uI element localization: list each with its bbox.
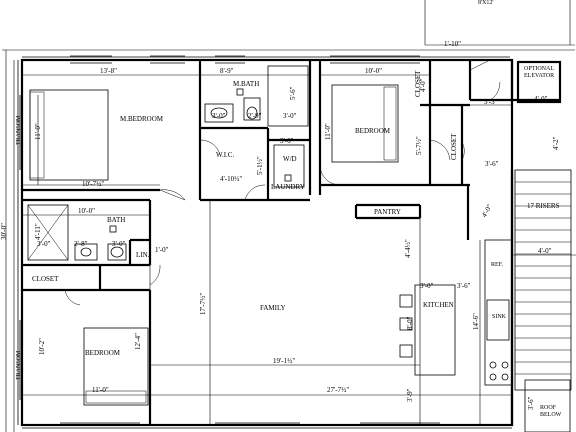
dim-30-0: 30'-0" bbox=[0, 223, 8, 240]
room-master-bedroom: M.BEDROOM bbox=[120, 115, 164, 123]
room-laundry: LAUNDRY bbox=[271, 183, 305, 191]
stairs-risers: 17 RISERS bbox=[527, 202, 560, 210]
room-bath: BATH bbox=[107, 216, 125, 224]
dim-2-8: 2'-8" bbox=[74, 240, 88, 248]
dim-10-2: 10'-2" bbox=[38, 338, 46, 355]
dim-12-4: 12'-4" bbox=[134, 333, 142, 350]
dim-5-1-2: 5'-1½" bbox=[256, 156, 264, 175]
room-labels: M.BEDROOM M.BATH BEDROOM CLOSET CLOSET W… bbox=[16, 0, 562, 418]
room-closet-3: CLOSET bbox=[32, 275, 59, 283]
room-optional-elevator-1: OPTIONAL bbox=[524, 66, 554, 72]
top-note: 8'X12' bbox=[478, 0, 494, 6]
dim-4-4-1-2: 4'-4½" bbox=[404, 239, 412, 258]
transom-top: TRANSOM bbox=[16, 115, 22, 145]
dim-3-6-roof: 3'-6" bbox=[527, 396, 535, 410]
dim-1-0: 1'-0" bbox=[155, 246, 169, 254]
dim-4-0-closet: 4'-0" bbox=[419, 78, 427, 92]
dim-11-0-bed: 11'-0" bbox=[324, 123, 332, 140]
dim-3-0-left: 3'-0" bbox=[37, 240, 51, 248]
dim-4-2: 4'-2" bbox=[552, 136, 560, 150]
dim-13-8: 13'-8" bbox=[100, 67, 117, 75]
dim-10-7-1-2: 10'-7½" bbox=[82, 180, 104, 188]
room-linen: LIN. bbox=[136, 251, 150, 259]
room-closet-1: CLOSET bbox=[414, 70, 422, 97]
room-bedroom-2: BEDROOM bbox=[85, 349, 121, 357]
room-closet-2: CLOSET bbox=[450, 133, 458, 160]
dim-10-0-bath: 10'-0" bbox=[78, 207, 95, 215]
room-ref: REF. bbox=[491, 262, 504, 268]
room-master-bath: M.BATH bbox=[233, 80, 259, 88]
dim-11-0-left: 11'-0" bbox=[34, 123, 42, 140]
dim-3-0-bath: 3'-0" bbox=[112, 240, 126, 248]
dim-3-0b: 3'-0" bbox=[283, 112, 297, 120]
dim-5-7-1-2: 5'-7½" bbox=[415, 136, 423, 155]
dim-4-11: 4'-11" bbox=[34, 223, 42, 240]
dim-3-9: 3'-9" bbox=[406, 388, 414, 402]
transom-bottom: TRANSOM bbox=[16, 350, 22, 380]
doors bbox=[64, 59, 501, 306]
dim-8-0: 8'-0" bbox=[406, 316, 414, 330]
room-sink: SINK bbox=[492, 314, 507, 320]
dim-3-6-kit: 3'-6" bbox=[457, 282, 471, 290]
dim-3-0-mbath: 3'-0" bbox=[212, 112, 226, 120]
dim-10-0-top: 10'-0" bbox=[365, 67, 382, 75]
dimension-strings bbox=[22, 74, 576, 425]
dim-11-0-bot: 11'-0" bbox=[92, 386, 109, 394]
dim-17-7-1-2: 17'-7½" bbox=[199, 293, 207, 315]
windows bbox=[19, 55, 440, 424]
dim-19-1-1-2: 19'-1½" bbox=[273, 357, 295, 365]
dim-5-6: 5'-6" bbox=[289, 86, 297, 100]
dim-4-0-stair: 4'-0" bbox=[538, 247, 552, 255]
dim-3-0-kit: 3'-0" bbox=[420, 282, 434, 290]
interior-walls bbox=[22, 60, 514, 425]
fixtures bbox=[27, 65, 513, 386]
room-pantry: PANTRY bbox=[374, 208, 401, 216]
dim-8-9: 8'-9" bbox=[220, 67, 234, 75]
dim-3-3: 3'-3" bbox=[484, 98, 498, 106]
dim-4-0-elev: 4'-0" bbox=[534, 95, 548, 103]
roof-below-2: BELOW bbox=[540, 412, 562, 418]
roof-below-1: ROOF bbox=[540, 405, 557, 411]
dim-2-9: 2'-9" bbox=[248, 112, 262, 120]
stairs bbox=[514, 169, 572, 432]
dim-27-7-1-2: 27'-7½" bbox=[327, 386, 349, 394]
dim-4-10-1-2: 4'-10½" bbox=[220, 175, 242, 183]
room-wic: W.I.C. bbox=[216, 151, 234, 159]
dim-3-6-stair: 3'-6" bbox=[485, 160, 499, 168]
dim-3-6-wd: 3'-6" bbox=[280, 137, 294, 145]
beds bbox=[29, 84, 399, 406]
room-kitchen: KITCHEN bbox=[423, 301, 454, 309]
dim-1-10: 1'-10" bbox=[444, 40, 461, 48]
room-bedroom-1: BEDROOM bbox=[355, 127, 391, 135]
room-family: FAMILY bbox=[260, 304, 286, 312]
room-optional-elevator-2: ELEVATOR bbox=[524, 73, 554, 79]
room-wd: W/D bbox=[283, 155, 297, 163]
dim-4-0-diag: 4'-0" bbox=[480, 203, 494, 219]
dim-14-6: 14'-6" bbox=[472, 313, 480, 330]
